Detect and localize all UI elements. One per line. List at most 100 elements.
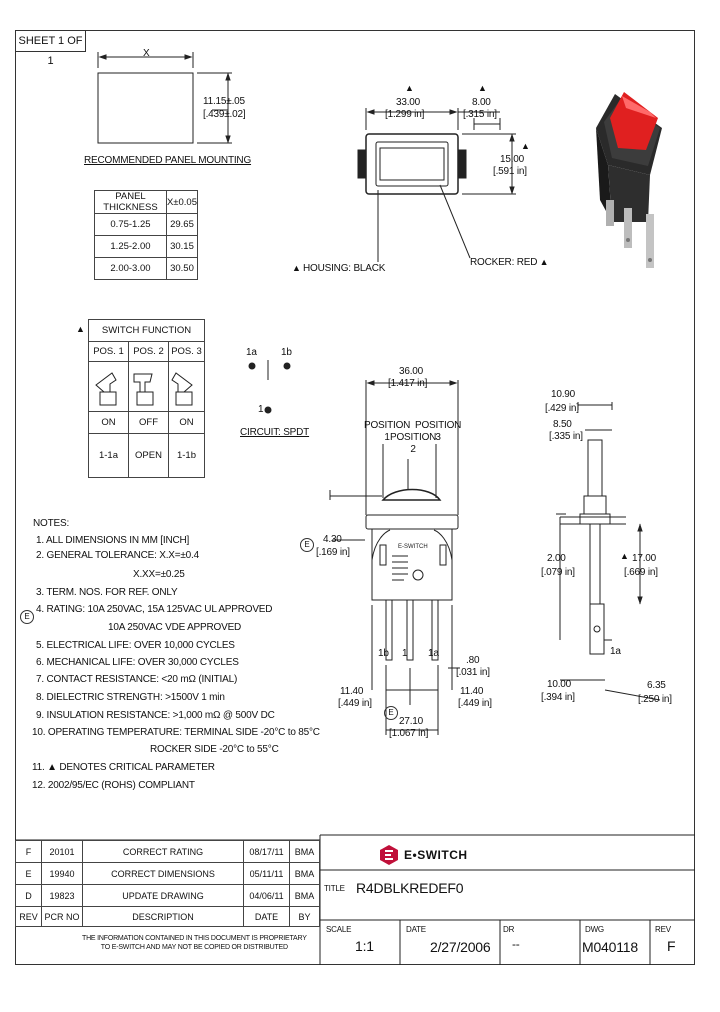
critical-hex-icon: E bbox=[300, 538, 314, 552]
title-label: TITLE bbox=[324, 884, 345, 893]
rev-cell: CORRECT RATING bbox=[82, 840, 244, 863]
position-header: POS. 1 bbox=[88, 341, 129, 362]
rev-cell: 08/17/11 bbox=[243, 840, 290, 863]
front-view-drawing: E-SWITCH bbox=[329, 380, 460, 735]
sheet-number: SHEET 1 OF 1 bbox=[15, 30, 86, 67]
rocker-label: ROCKER: RED ▲ bbox=[470, 257, 549, 268]
note-line: 1. ALL DIMENSIONS IN MM [INCH] bbox=[36, 535, 190, 546]
panel-height-dim: 11.15±.05 bbox=[203, 96, 245, 107]
dr-label: DR bbox=[503, 925, 515, 934]
front-width-dim: 36.00 bbox=[399, 366, 424, 377]
rev-cell: BMA bbox=[289, 884, 320, 907]
front-width-dim-in: [1.417 in] bbox=[388, 378, 428, 389]
switch-function-title: SWITCH FUNCTION bbox=[88, 319, 205, 342]
rev-header: REV bbox=[15, 906, 42, 927]
rev-cell: 05/11/11 bbox=[243, 862, 290, 885]
rev-cell: E bbox=[15, 862, 42, 885]
side-dim-3-in: [.079 in] bbox=[541, 567, 575, 578]
note-line: 10A 250VAC VDE APPROVED bbox=[108, 622, 242, 633]
critical-triangle-icon: ▲ bbox=[76, 324, 85, 334]
note-line: 7. CONTACT RESISTANCE: <20 mΩ (INITIAL) bbox=[36, 674, 238, 685]
critical-triangle-icon: ▲ bbox=[478, 83, 487, 93]
housing-label: ▲ HOUSING: BLACK bbox=[292, 263, 386, 274]
critical-hex-icon: E bbox=[20, 610, 34, 624]
circuit-terminal-1b: 1b bbox=[281, 347, 292, 358]
side-dim-4: 17.00 bbox=[632, 553, 657, 564]
position-3-label: POSITION 3 bbox=[415, 420, 462, 443]
table-cell: 30.50 bbox=[165, 257, 199, 280]
critical-hex-icon: E bbox=[384, 706, 398, 720]
table-cell: 1.25-2.00 bbox=[94, 235, 167, 258]
rev-header: DATE bbox=[243, 906, 290, 927]
dwg-value: M040118 bbox=[582, 939, 638, 955]
circuit-terminal-1: 1 bbox=[258, 404, 264, 415]
side-view-drawing bbox=[556, 402, 661, 701]
top-depth-dim: 8.00 bbox=[472, 97, 491, 108]
note-line: 2. GENERAL TOLERANCE: X.X=±0.4 bbox=[36, 550, 199, 561]
rev-cell: 19940 bbox=[41, 862, 83, 885]
side-dim-6: 6.35 bbox=[647, 680, 666, 691]
panel-x-label: X bbox=[143, 48, 150, 59]
critical-triangle-icon: ▲ bbox=[521, 141, 530, 151]
tab-dim: 4.30 bbox=[323, 534, 342, 545]
span-dim: 27.10 bbox=[399, 716, 424, 727]
dwg-label: DWG bbox=[585, 925, 604, 934]
part-title: R4DBLKREDEF0 bbox=[356, 880, 464, 896]
note-line: 10. OPERATING TEMPERATURE: TERMINAL SIDE… bbox=[32, 727, 320, 738]
svg-text:E-SWITCH: E-SWITCH bbox=[398, 544, 428, 550]
rev-cell: CORRECT DIMENSIONS bbox=[82, 862, 244, 885]
top-height-dim-in: [.591 in] bbox=[493, 166, 527, 177]
state-cell: ON bbox=[168, 411, 205, 434]
drawing-frame bbox=[15, 30, 695, 965]
side-dim-2: 8.50 bbox=[553, 419, 572, 430]
dr-value: -- bbox=[512, 937, 520, 951]
side-dim-6-in: [.250 in] bbox=[638, 694, 672, 705]
left-dim: 11.40 bbox=[340, 686, 364, 697]
scale-label: SCALE bbox=[326, 925, 352, 934]
rev-header: DESCRIPTION bbox=[82, 906, 244, 927]
front-terminal-1: 1 bbox=[402, 648, 408, 659]
rev-label: REV bbox=[655, 925, 671, 934]
rev-cell: BMA bbox=[289, 862, 320, 885]
circuit-cell: 1-1a bbox=[88, 433, 129, 478]
side-dim-4-in: [.669 in] bbox=[624, 567, 658, 578]
position-header: POS. 3 bbox=[168, 341, 205, 362]
rev-cell: F bbox=[15, 840, 42, 863]
switch-function-table: SWITCH FUNCTION POS. 1 POS. 2 POS. 3 ON … bbox=[88, 319, 205, 478]
rev-header: BY bbox=[289, 906, 320, 927]
brand-name: E•SWITCH bbox=[404, 848, 468, 862]
span-dim-in: [1.067 in] bbox=[389, 728, 429, 739]
table-cell: 30.15 bbox=[165, 235, 199, 258]
side-dim-5-in: [.394 in] bbox=[541, 692, 575, 703]
top-height-dim: 15.00 bbox=[500, 154, 525, 165]
side-dim-2-in: [.335 in] bbox=[549, 431, 583, 442]
proprietary-notice: THE INFORMATION CONTAINED IN THIS DOCUME… bbox=[82, 935, 307, 951]
circuit-label: CIRCUIT: SPDT bbox=[240, 427, 310, 438]
note-line: ROCKER SIDE -20°C to 55°C bbox=[150, 744, 279, 755]
side-dim-1-in: [.429 in] bbox=[545, 403, 579, 414]
note-line: 3. TERM. NOS. FOR REF. ONLY bbox=[36, 587, 178, 598]
left-dim-in: [.449 in] bbox=[338, 698, 372, 709]
critical-triangle-icon: ▲ bbox=[537, 257, 549, 267]
circuit-cell: OPEN bbox=[128, 433, 169, 478]
position-1-label: POSITION 1 bbox=[364, 420, 411, 443]
critical-triangle-icon: ▲ bbox=[405, 83, 414, 93]
side-dim-3: 2.00 bbox=[547, 553, 566, 564]
thickness-dim-in: [.031 in] bbox=[456, 667, 490, 678]
note-line: 12. 2002/95/EC (ROHS) COMPLIANT bbox=[32, 780, 195, 791]
top-depth-dim-in: [.315 in] bbox=[463, 109, 497, 120]
thickness-dim: .80 bbox=[466, 655, 480, 666]
critical-triangle-icon: ▲ bbox=[292, 263, 304, 273]
rev-cell: 04/06/11 bbox=[243, 884, 290, 907]
position-header: POS. 2 bbox=[128, 341, 169, 362]
state-cell: ON bbox=[88, 411, 129, 434]
eswitch-logo-icon bbox=[380, 845, 398, 865]
note-line: 5. ELECTRICAL LIFE: OVER 10,000 CYCLES bbox=[36, 640, 235, 651]
rev-cell: UPDATE DRAWING bbox=[82, 884, 244, 907]
table-cell: 0.75-1.25 bbox=[94, 213, 167, 236]
note-line: 8. DIELECTRIC STRENGTH: >1500V 1 min bbox=[36, 692, 225, 703]
position-2-label: POSITION 2 bbox=[390, 432, 437, 455]
panel-cutout-drawing bbox=[97, 52, 232, 144]
